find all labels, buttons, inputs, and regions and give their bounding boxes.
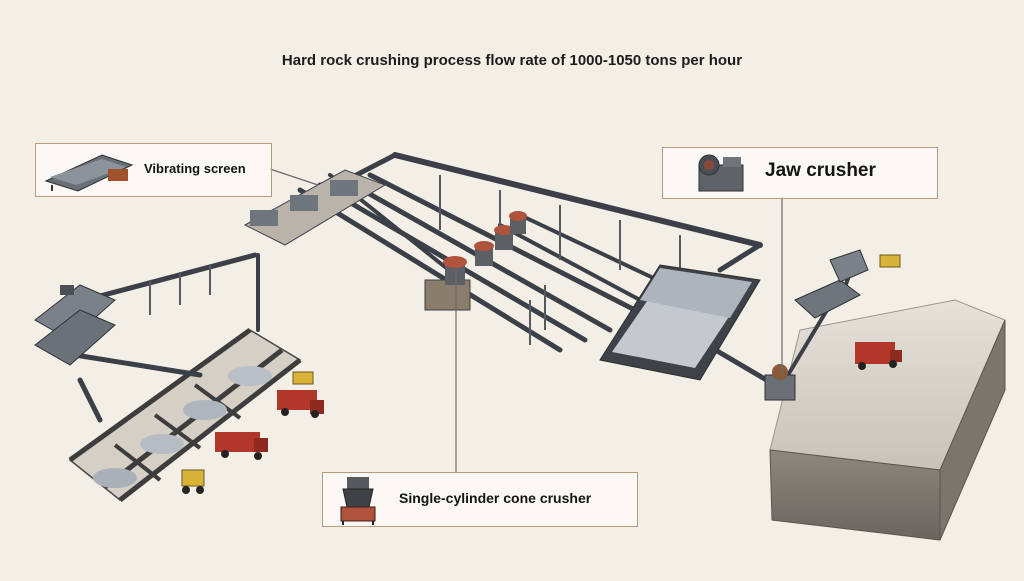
vibrating-screen-callout: Vibrating screen	[35, 143, 272, 197]
cone-crusher-callout: Single-cylinder cone crusher	[322, 472, 638, 527]
trucks	[215, 342, 902, 460]
jaw-crusher-machines	[764, 249, 869, 401]
jaw-crusher-icon	[693, 151, 749, 200]
vibrating-screen-icon	[40, 147, 140, 198]
jaw-crusher-label: Jaw crusher	[765, 160, 876, 181]
loaders	[181, 254, 901, 494]
cone-crushers	[424, 211, 527, 311]
jaw-crusher-platform	[769, 299, 1006, 541]
left-vibrating-screens	[34, 284, 116, 366]
leader-lines	[269, 168, 783, 472]
jaw-crusher-callout: Jaw crusher	[662, 147, 938, 199]
screen-platform	[243, 169, 387, 246]
surge-bins	[599, 264, 761, 381]
cone-crusher-icon	[335, 475, 381, 530]
vibrating-screen-label: Vibrating screen	[144, 161, 246, 176]
stockpile-bins	[68, 327, 302, 502]
diagram-title: Hard rock crushing process flow rate of …	[281, 52, 743, 69]
cone-crusher-label: Single-cylinder cone crusher	[399, 490, 592, 506]
